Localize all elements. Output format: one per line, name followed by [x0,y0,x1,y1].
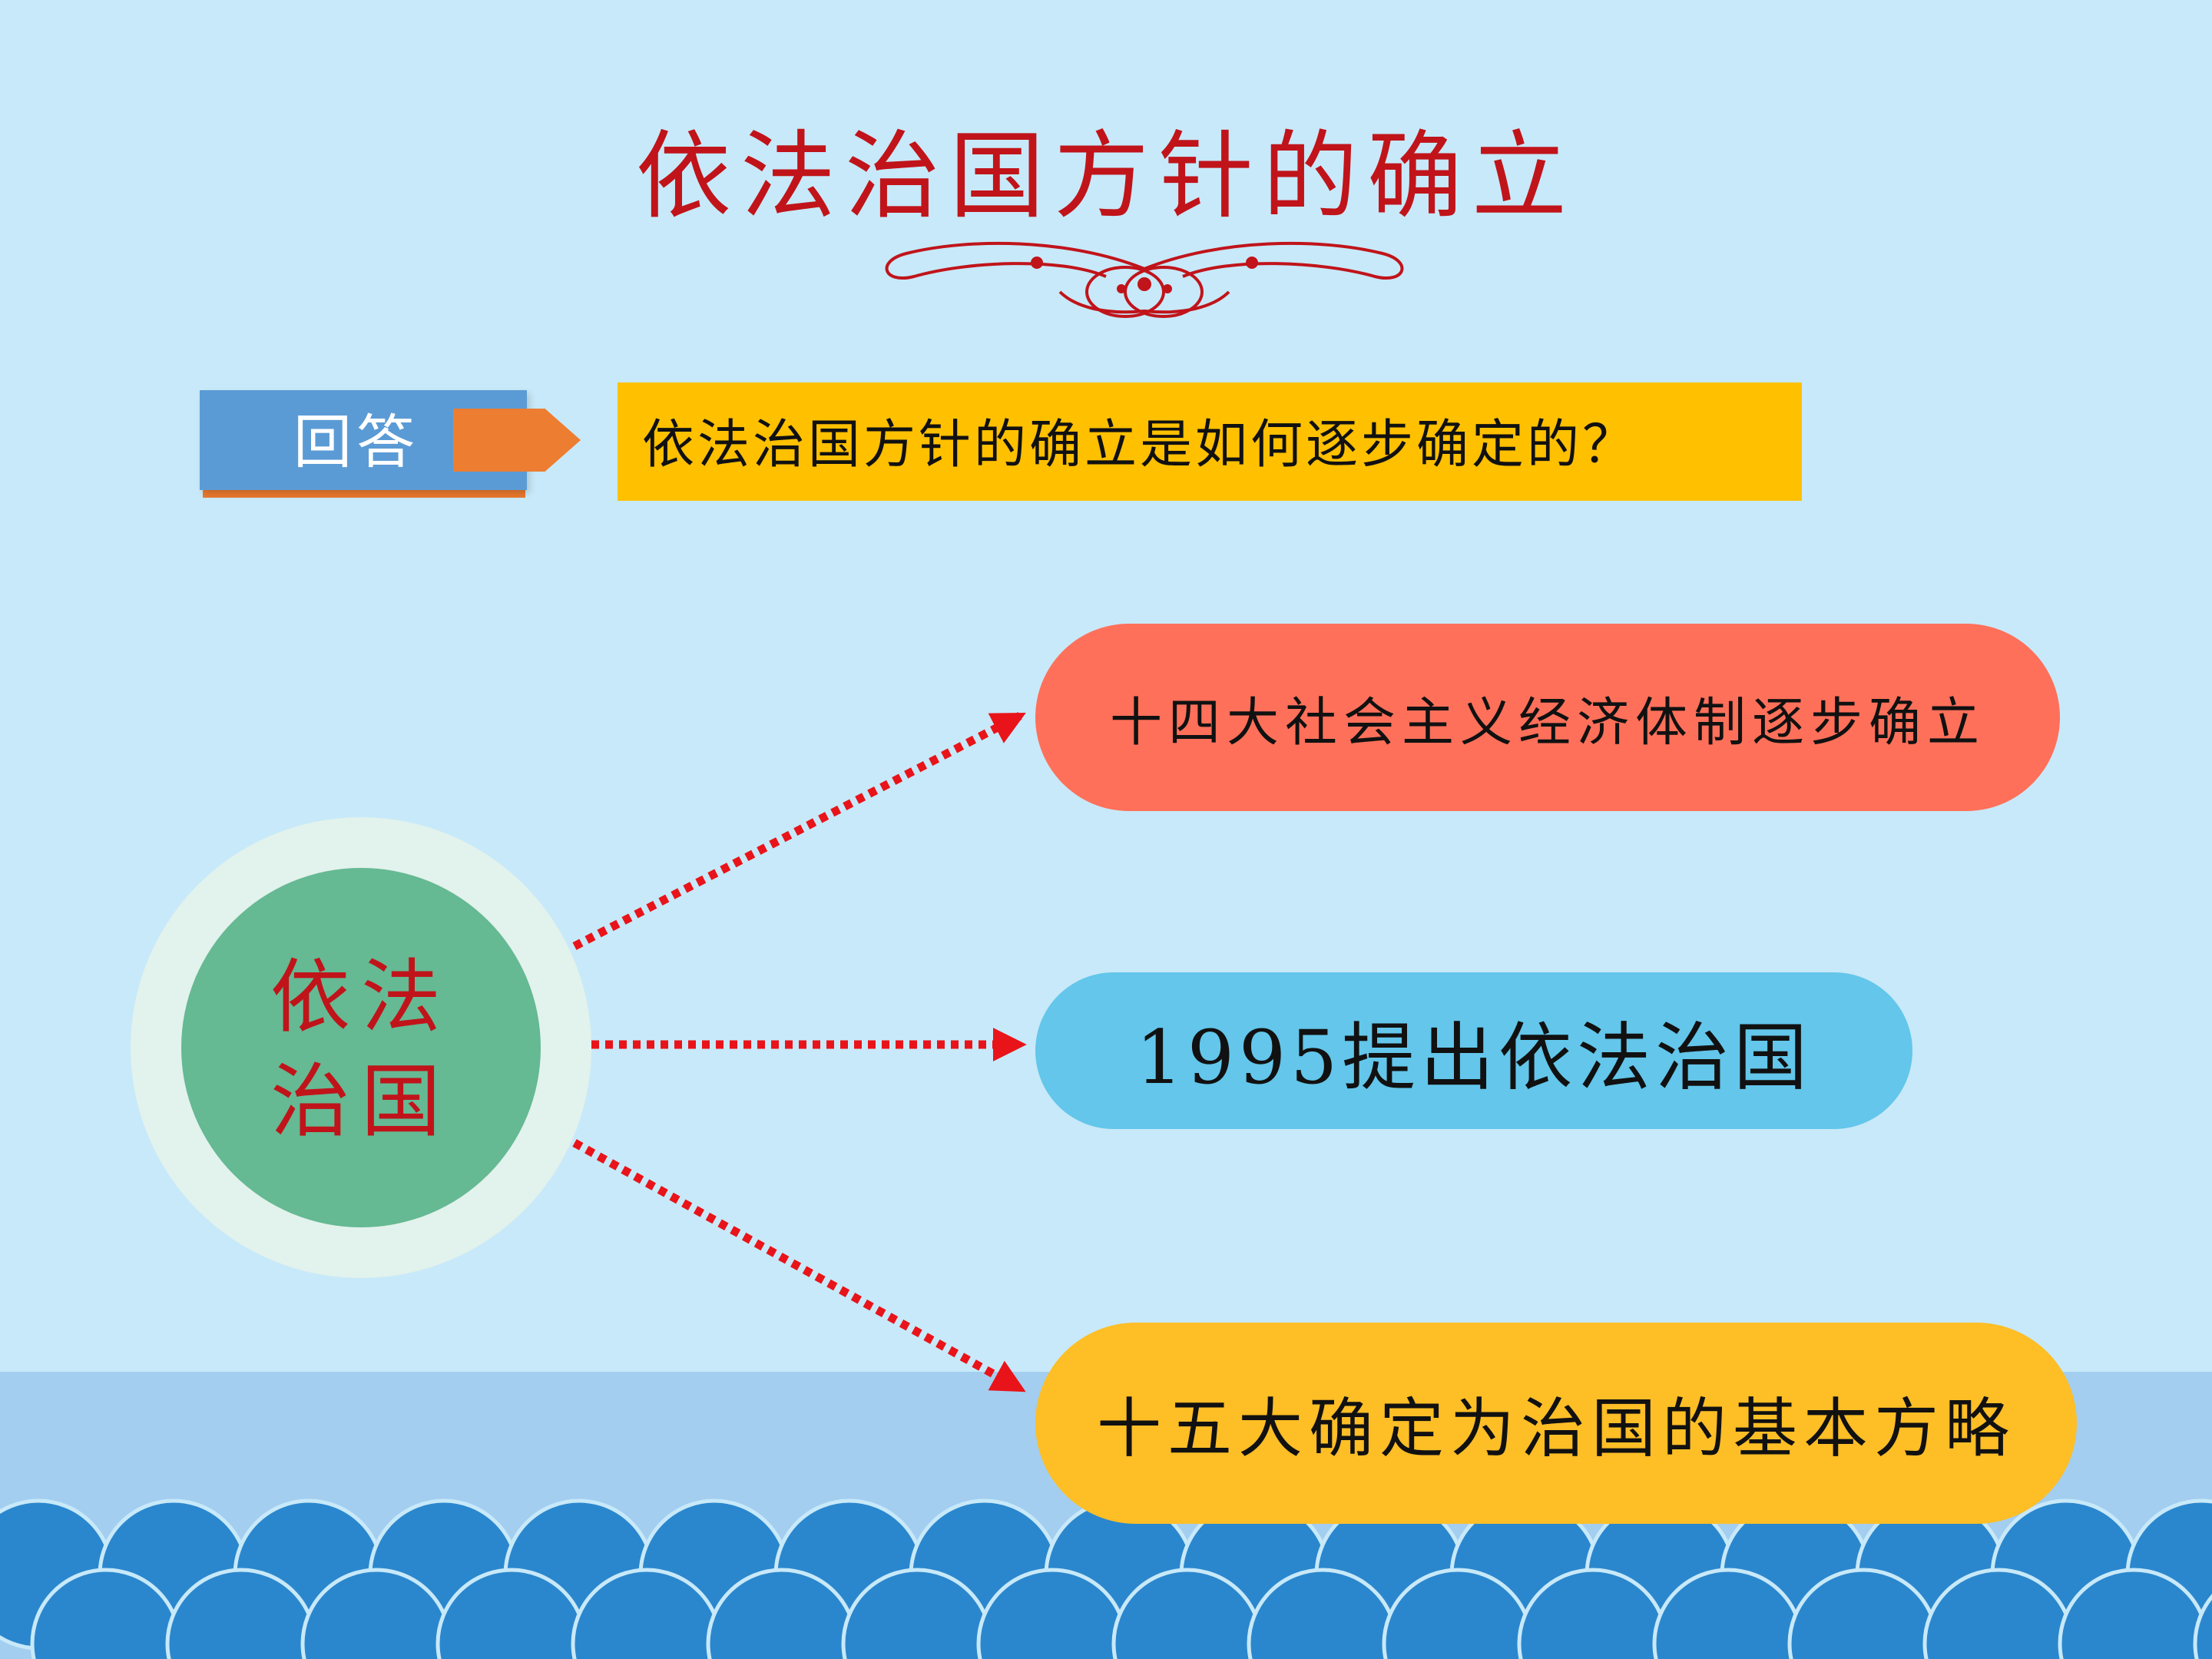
arrow-to-step-1 [572,712,1026,950]
wave-decoration [0,1498,2212,1659]
step-text-3: 十五大确定为治国的基本方略 [1096,1390,2015,1466]
center-circle [181,868,541,1227]
step-text-1: 十四大社会主义经济体制逐步确立 [1109,692,1985,753]
center-label: 依法 治国 [181,945,541,1154]
center-label-line2: 治国 [270,1055,452,1148]
center-label-line1: 依法 [270,950,452,1044]
step-pill-2: 1995提出依法治国 [1035,972,1912,1129]
question-text: 依法治国方针的确立是如何逐步确定的？ [642,415,1638,475]
question-box [618,382,1802,501]
answer-tab-label: 回答 [293,408,419,476]
flourish-ornament [885,241,1404,318]
step-text-2: 1995提出依法治国 [1135,1014,1813,1101]
arrow-to-step-3 [572,1139,1026,1392]
wave-scallop-front [2193,1594,2212,1659]
slide-title: 依法治国方针的确立 [635,121,1576,232]
step-pill-3: 十五大确定为治国的基本方略 [1035,1323,2077,1524]
step-pill-1: 十四大社会主义经济体制逐步确立 [1035,624,2060,811]
